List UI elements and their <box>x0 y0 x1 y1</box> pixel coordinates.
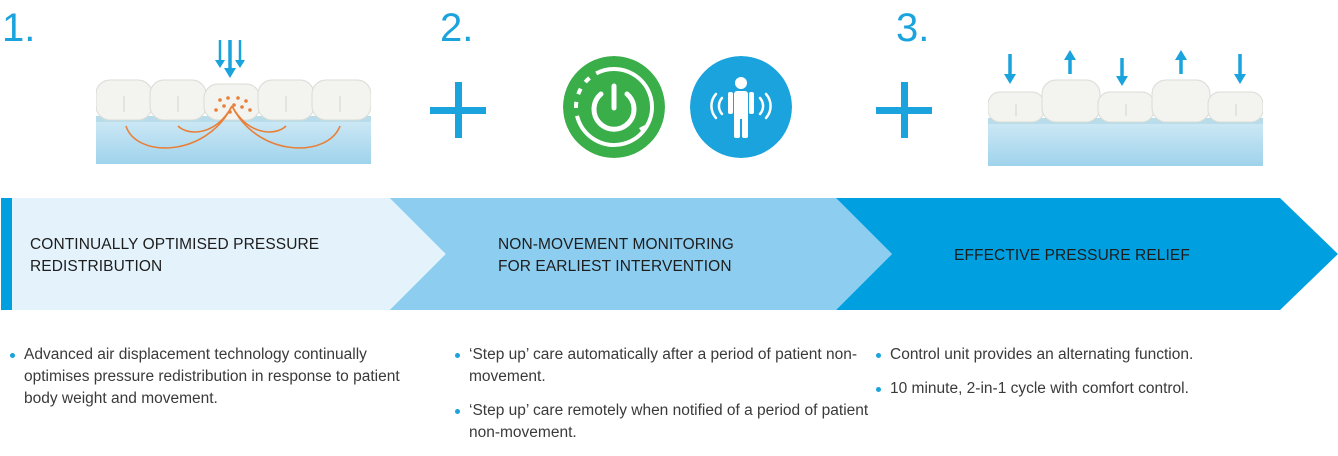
step-3-number: 3. <box>896 6 930 50</box>
step-2-title: NON-MOVEMENT MONITORING FOR EARLIEST INT… <box>498 234 734 278</box>
list-item: ‘Step up’ care automatically after a per… <box>455 344 875 388</box>
step-1-number: 1. <box>2 6 36 50</box>
step-2-number: 2. <box>440 6 474 50</box>
step-2-title-line: NON-MOVEMENT MONITORING <box>498 236 734 253</box>
process-banner <box>1 198 1338 310</box>
list-item: ‘Step up’ care remotely when notified of… <box>455 400 875 444</box>
mattress-redistribution-icon <box>96 40 371 164</box>
person-movement-icon <box>690 56 792 158</box>
step-1-bullets: Advanced air displacement technology con… <box>10 344 410 422</box>
step-3-bullets: Control unit provides an alternating fun… <box>876 344 1316 412</box>
plus-icon <box>876 82 932 138</box>
step-3-title: EFFECTIVE PRESSURE RELIEF <box>954 245 1190 267</box>
step-1-title: CONTINUALLY OPTIMISED PRESSURE REDISTRIB… <box>30 234 319 278</box>
list-item: 10 minute, 2-in-1 cycle with comfort con… <box>876 378 1316 400</box>
power-icon <box>563 56 665 158</box>
step-1-title-line: CONTINUALLY OPTIMISED PRESSURE <box>30 236 320 253</box>
step-2-title-line: FOR EARLIEST INTERVENTION <box>498 258 732 275</box>
mattress-alternating-icon <box>988 50 1263 166</box>
step-1-title-line: REDISTRIBUTION <box>30 258 163 275</box>
step-2-bullets: ‘Step up’ care automatically after a per… <box>455 344 875 456</box>
step-3-title-line: EFFECTIVE PRESSURE RELIEF <box>954 247 1190 264</box>
plus-icon <box>430 82 486 138</box>
list-item: Control unit provides an alternating fun… <box>876 344 1316 366</box>
list-item: Advanced air displacement technology con… <box>10 344 410 410</box>
